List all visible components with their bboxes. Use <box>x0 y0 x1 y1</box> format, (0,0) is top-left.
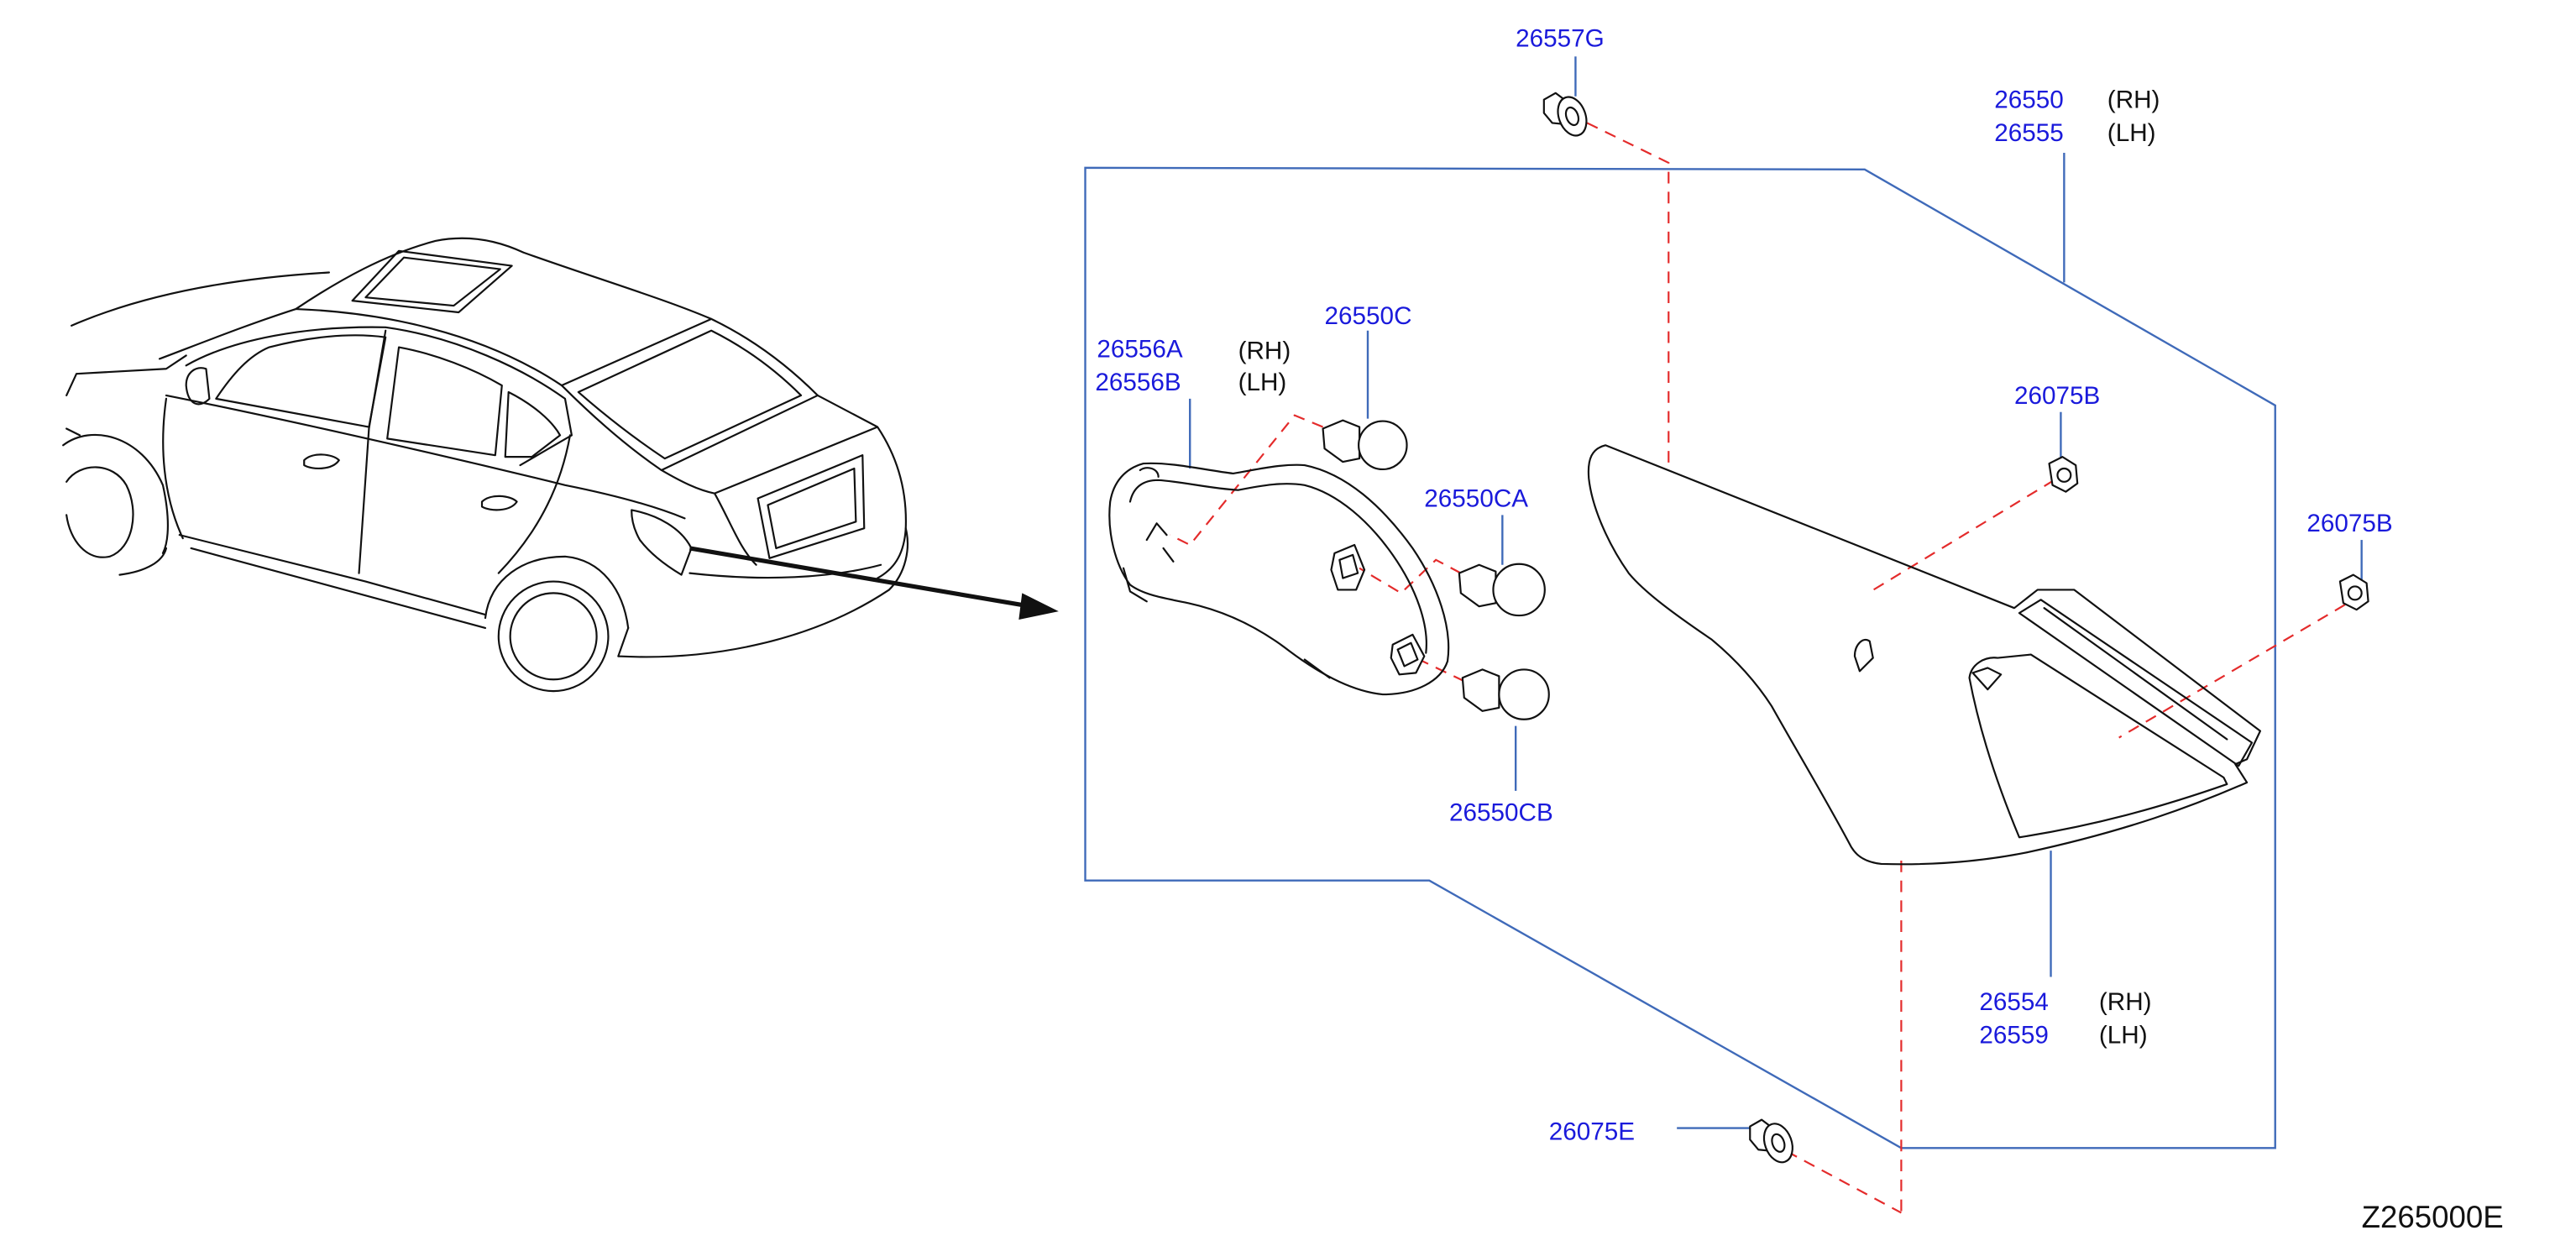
car-rear-wheel <box>497 580 610 693</box>
guide-line <box>1586 122 1670 470</box>
clip-drawing <box>1749 1118 1793 1164</box>
guide-line <box>1786 860 1903 1214</box>
part-number-label[interactable]: 26559 <box>1979 1022 2049 1050</box>
bulb-globe <box>1492 563 1546 617</box>
bulb-globe <box>1498 668 1550 720</box>
nut-drawing <box>2338 573 2369 611</box>
car-tail-light <box>631 509 693 576</box>
housing-outline <box>1108 462 1450 696</box>
car-body-side <box>165 394 686 630</box>
bulb-drawing <box>1322 419 1408 471</box>
side-label: (RH) <box>2107 86 2160 114</box>
part-number-label[interactable]: 26075B <box>2306 510 2392 537</box>
car-mirror <box>185 367 211 406</box>
guide-line <box>1169 414 1323 547</box>
bulb-socket <box>1330 543 1366 591</box>
car-roof <box>295 237 713 387</box>
guide-line <box>1867 479 2055 594</box>
tail-lamp-strip <box>2018 599 2254 767</box>
part-number-label[interactable]: 26075E <box>1549 1118 1635 1145</box>
car-illustration <box>62 237 908 693</box>
car-rear-window <box>560 317 819 472</box>
car-door-handle <box>303 453 518 511</box>
car-rear-bumper <box>617 527 908 658</box>
clip-drawing <box>1542 92 1588 137</box>
tail-lamp-outline <box>1587 444 2262 866</box>
guide-line <box>1359 558 1462 594</box>
tail-lamp-tab <box>1853 639 2003 691</box>
arrow-head <box>1018 593 1059 620</box>
car-rear-wheel-rim <box>509 592 598 681</box>
side-label: (LH) <box>1238 369 1287 396</box>
part-number-label[interactable]: 26550CB <box>1449 798 1553 826</box>
location-arrow <box>689 546 1059 620</box>
part-number-label[interactable]: 26556A <box>1097 335 1183 363</box>
part-number-label[interactable]: 26550C <box>1325 302 1412 330</box>
bulb-base <box>1461 668 1500 712</box>
car-side-windows <box>185 326 573 467</box>
bulb-socket <box>1390 633 1426 676</box>
tail-lamp-drawing <box>1587 444 2262 866</box>
bulb-base <box>1322 419 1361 463</box>
part-number-label[interactable]: 26550CA <box>1424 484 1528 512</box>
guide-line <box>2118 604 2346 739</box>
side-label: (LH) <box>2107 119 2156 147</box>
car-hood-line <box>65 271 331 437</box>
diagram-code: Z265000E <box>2362 1200 2504 1234</box>
assembly-frame <box>1084 166 2276 1149</box>
housing-inner-rim <box>1122 467 1427 679</box>
part-number-label[interactable]: 26554 <box>1979 988 2049 1016</box>
car-doors <box>162 329 572 574</box>
side-label: (RH) <box>1238 337 1291 364</box>
bulb-drawing <box>1461 668 1550 720</box>
part-number-label[interactable]: 26557G <box>1516 24 1605 52</box>
bulb-drawing <box>1458 563 1546 617</box>
part-number-label[interactable]: 26075B <box>2014 382 2100 410</box>
bulb-globe <box>1358 420 1408 471</box>
car-front-wheel <box>62 433 170 576</box>
nut-hole <box>2347 585 2363 601</box>
lamp-housing-drawing <box>1108 462 1450 696</box>
side-label: (LH) <box>2099 1022 2148 1050</box>
bulb-base <box>1458 563 1497 608</box>
tail-lamp-lens <box>1968 653 2228 839</box>
car-rear-wheel-arch <box>484 555 630 630</box>
nut-hole <box>2056 467 2072 483</box>
car-license-plate-recess <box>757 454 866 559</box>
nut-drawing <box>2048 456 2079 493</box>
clip-hole <box>1564 106 1580 127</box>
car-sunroof <box>351 249 513 314</box>
clip-hole <box>1771 1133 1786 1153</box>
part-number-label[interactable]: 26556B <box>1095 369 1181 396</box>
part-number-label[interactable]: 26550 <box>1994 86 2064 114</box>
side-label: (RH) <box>2099 988 2152 1016</box>
part-number-label[interactable]: 26555 <box>1994 119 2064 147</box>
leader-lines <box>1189 56 2363 1129</box>
arrow-shaft <box>689 546 1031 609</box>
guide-lines <box>1169 122 2346 1214</box>
